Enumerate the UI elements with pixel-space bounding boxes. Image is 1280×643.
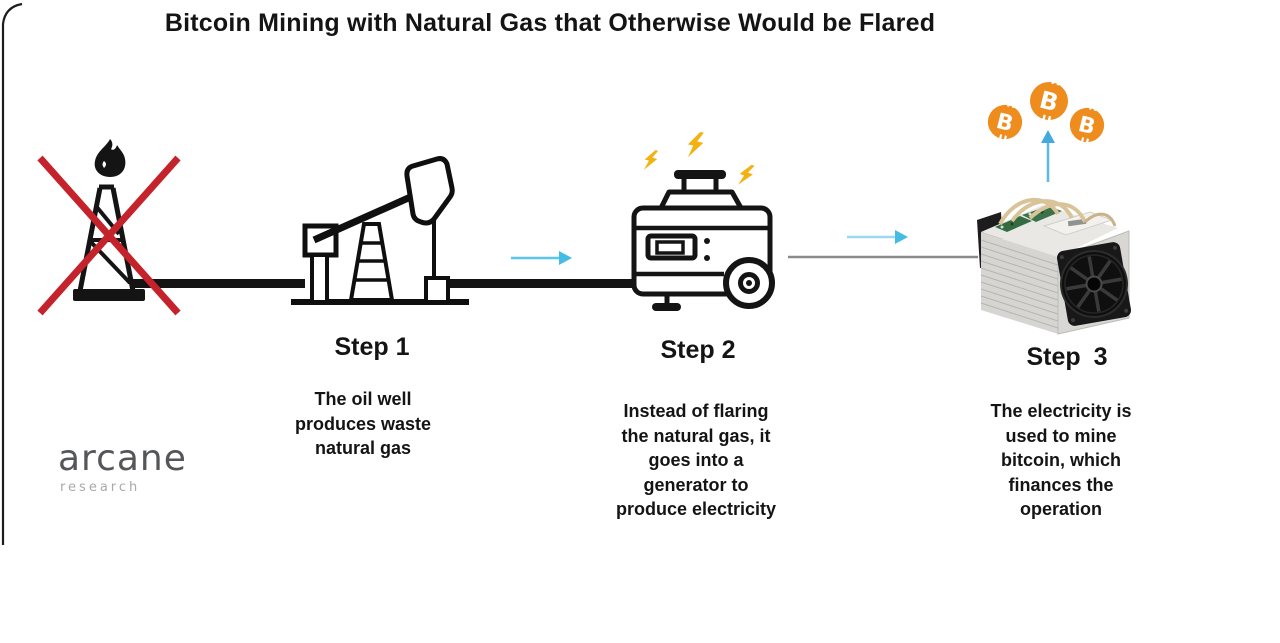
flame-icon [94,139,126,177]
bitcoin-coin-icon: B [1030,79,1068,121]
oil-pump-jack-icon [291,156,469,305]
step-3-label: Step 3 [1026,343,1108,371]
step-2-description: Instead of flaring the natural gas, it g… [615,401,777,519]
page-edge-line [1,2,23,545]
red-cross-icon [37,155,181,316]
page-title: Bitcoin Mining with Natural Gas that Oth… [164,9,936,37]
miner-fan [1056,242,1132,326]
asic-miner-image [977,197,1132,335]
brand-name: arcane [58,438,187,479]
brand-logo: arcane research [58,438,187,496]
bitcoin-coin-icon: B [1069,105,1105,143]
step-3-description: The electricity is used to mine bitcoin,… [990,401,1132,519]
arrow-up-icon [1041,130,1055,182]
bitcoin-coin-icon: B [987,102,1023,140]
miner-cables [998,197,1117,227]
step-2-label: Step 2 [660,336,736,364]
crossed-out-flare-icon [37,139,181,316]
step-1-description: The oil well produces waste natural gas [294,389,432,458]
step-1-label: Step 1 [334,333,410,361]
svg-text:B: B [1076,112,1098,140]
brand-tagline: research [60,480,141,495]
svg-text:B: B [994,109,1016,137]
arrow-right-icon [847,230,908,244]
generator-icon [631,131,775,311]
arrow-right-icon [511,251,572,265]
pipeline-line [133,279,637,288]
lightning-bolt-icon [643,131,755,185]
